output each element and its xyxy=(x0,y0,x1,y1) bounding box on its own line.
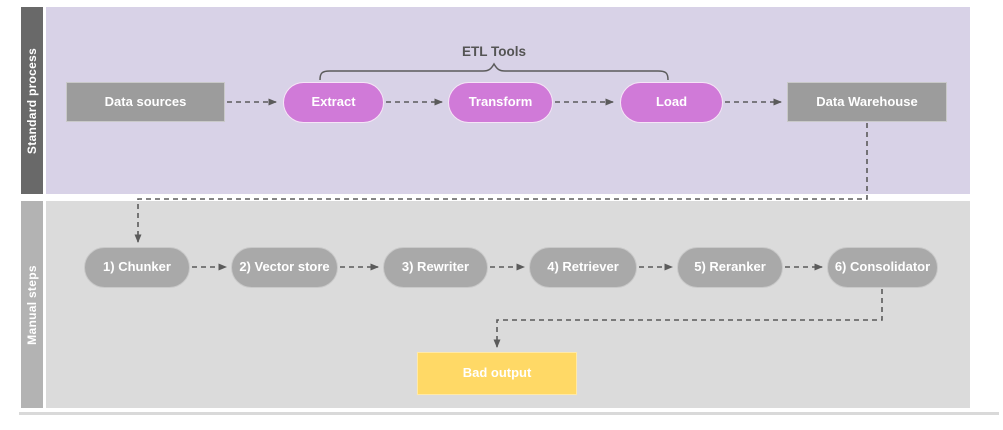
etl-tools-label: ETL Tools xyxy=(462,44,526,59)
lane-manual-steps-header: Manual steps xyxy=(21,201,43,408)
node-vector-store: 2) Vector store xyxy=(231,247,338,288)
node-chunker-label: 1) Chunker xyxy=(103,259,171,275)
lane-standard-process-label: Standard process xyxy=(25,47,40,154)
node-rewriter-label: 3) Rewriter xyxy=(401,259,470,275)
node-consolidator: 6) Consolidator xyxy=(827,247,938,288)
node-extract-label: Extract xyxy=(311,94,356,110)
node-chunker: 1) Chunker xyxy=(84,247,190,288)
node-reranker: 5) Reranker xyxy=(677,247,783,288)
lane-manual-steps-label: Manual steps xyxy=(25,264,39,345)
node-retriever-label: 4) Retriever xyxy=(547,259,619,275)
node-data-warehouse: Data Warehouse xyxy=(787,82,947,122)
lane-standard-process-header: Standard process xyxy=(21,7,43,194)
node-vector-store-label: 2) Vector store xyxy=(239,259,330,275)
node-bad-output: Bad output xyxy=(417,352,577,395)
node-load-label: Load xyxy=(655,94,688,110)
node-consolidator-label: 6) Consolidator xyxy=(834,259,931,275)
node-data-sources: Data sources xyxy=(66,82,225,122)
node-reranker-label: 5) Reranker xyxy=(694,259,766,275)
node-rewriter: 3) Rewriter xyxy=(383,247,488,288)
node-transform: Transform xyxy=(448,82,553,123)
node-transform-label: Transform xyxy=(468,94,533,110)
node-retriever: 4) Retriever xyxy=(529,247,637,288)
node-data-sources-label: Data sources xyxy=(104,93,187,109)
node-data-warehouse-label: Data Warehouse xyxy=(816,93,918,109)
node-bad-output-label: Bad output xyxy=(462,365,532,381)
bottom-separator-line xyxy=(19,412,999,415)
node-extract: Extract xyxy=(283,82,384,123)
node-load: Load xyxy=(620,82,723,123)
